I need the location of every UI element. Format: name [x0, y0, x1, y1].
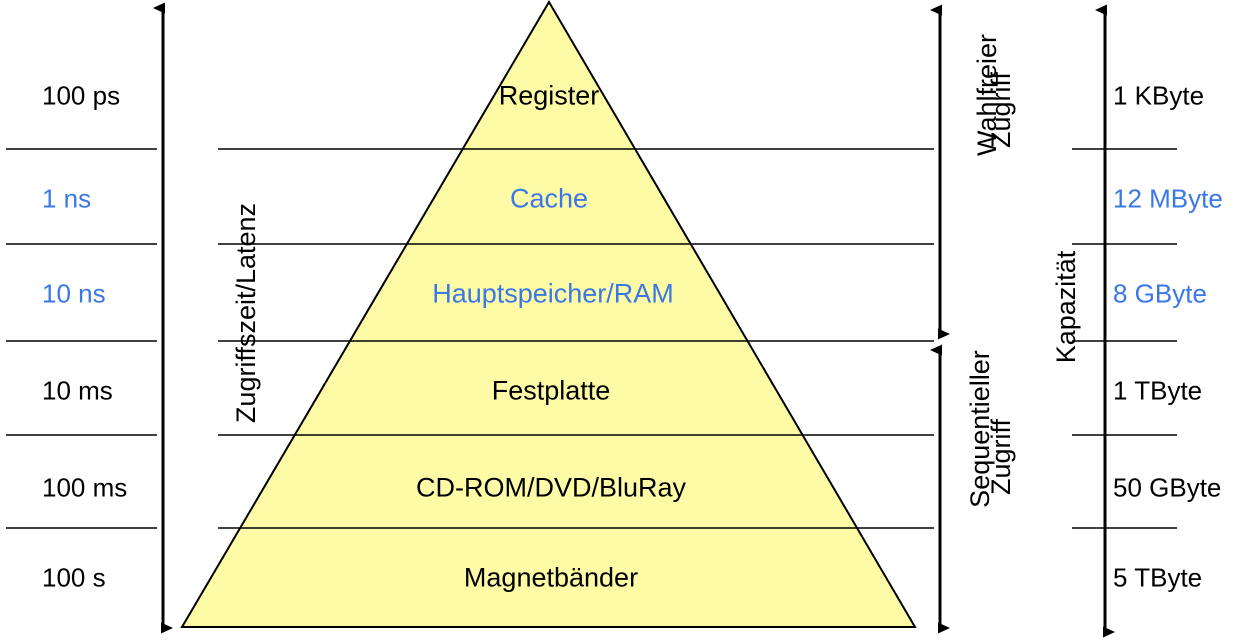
capacity-value-cache: 12 MByte: [1113, 183, 1223, 214]
tier-label-magnetbaender: Magnetbänder: [463, 562, 639, 593]
latency-value-festplatte: 10 ms: [42, 375, 113, 406]
latency-axis-caption: Zugriffszeit/Latenz: [231, 202, 261, 424]
tier-label-optical-media: CD-ROM/DVD/BluRay: [415, 472, 687, 503]
divider-lines-right: [1072, 148, 1177, 529]
tier-label-register: Register: [498, 80, 600, 111]
capacity-value-register: 1 KByte: [1113, 80, 1205, 111]
random-access-caption-line2: Zugriff: [986, 71, 1016, 149]
latency-value-optical-media: 100 ms: [42, 472, 128, 503]
latency-value-hauptspeicher: 10 ns: [42, 278, 106, 309]
tier-label-cache: Cache: [509, 183, 589, 214]
capacity-value-festplatte: 1 TByte: [1113, 375, 1203, 406]
divider-lines-left: [6, 148, 157, 529]
latency-value-cache: 1 ns: [42, 183, 92, 214]
tier-label-hauptspeicher: Hauptspeicher/RAM: [432, 278, 674, 309]
capacity-value-magnetbaender: 5 TByte: [1113, 562, 1203, 593]
latency-value-magnetbaender: 100 s: [42, 562, 106, 593]
capacity-value-optical-media: 50 GByte: [1113, 472, 1222, 503]
capacity-axis-caption: Kapazität: [1051, 250, 1081, 364]
capacity-value-hauptspeicher: 8 GByte: [1113, 278, 1207, 309]
sequential-access-caption-line2: Zugriff: [986, 418, 1016, 496]
tier-label-festplatte: Festplatte: [491, 375, 611, 406]
pyramid-shape: [180, 0, 917, 628]
divider-lines-middle: [218, 148, 934, 529]
latency-value-register: 100 ps: [42, 80, 121, 111]
